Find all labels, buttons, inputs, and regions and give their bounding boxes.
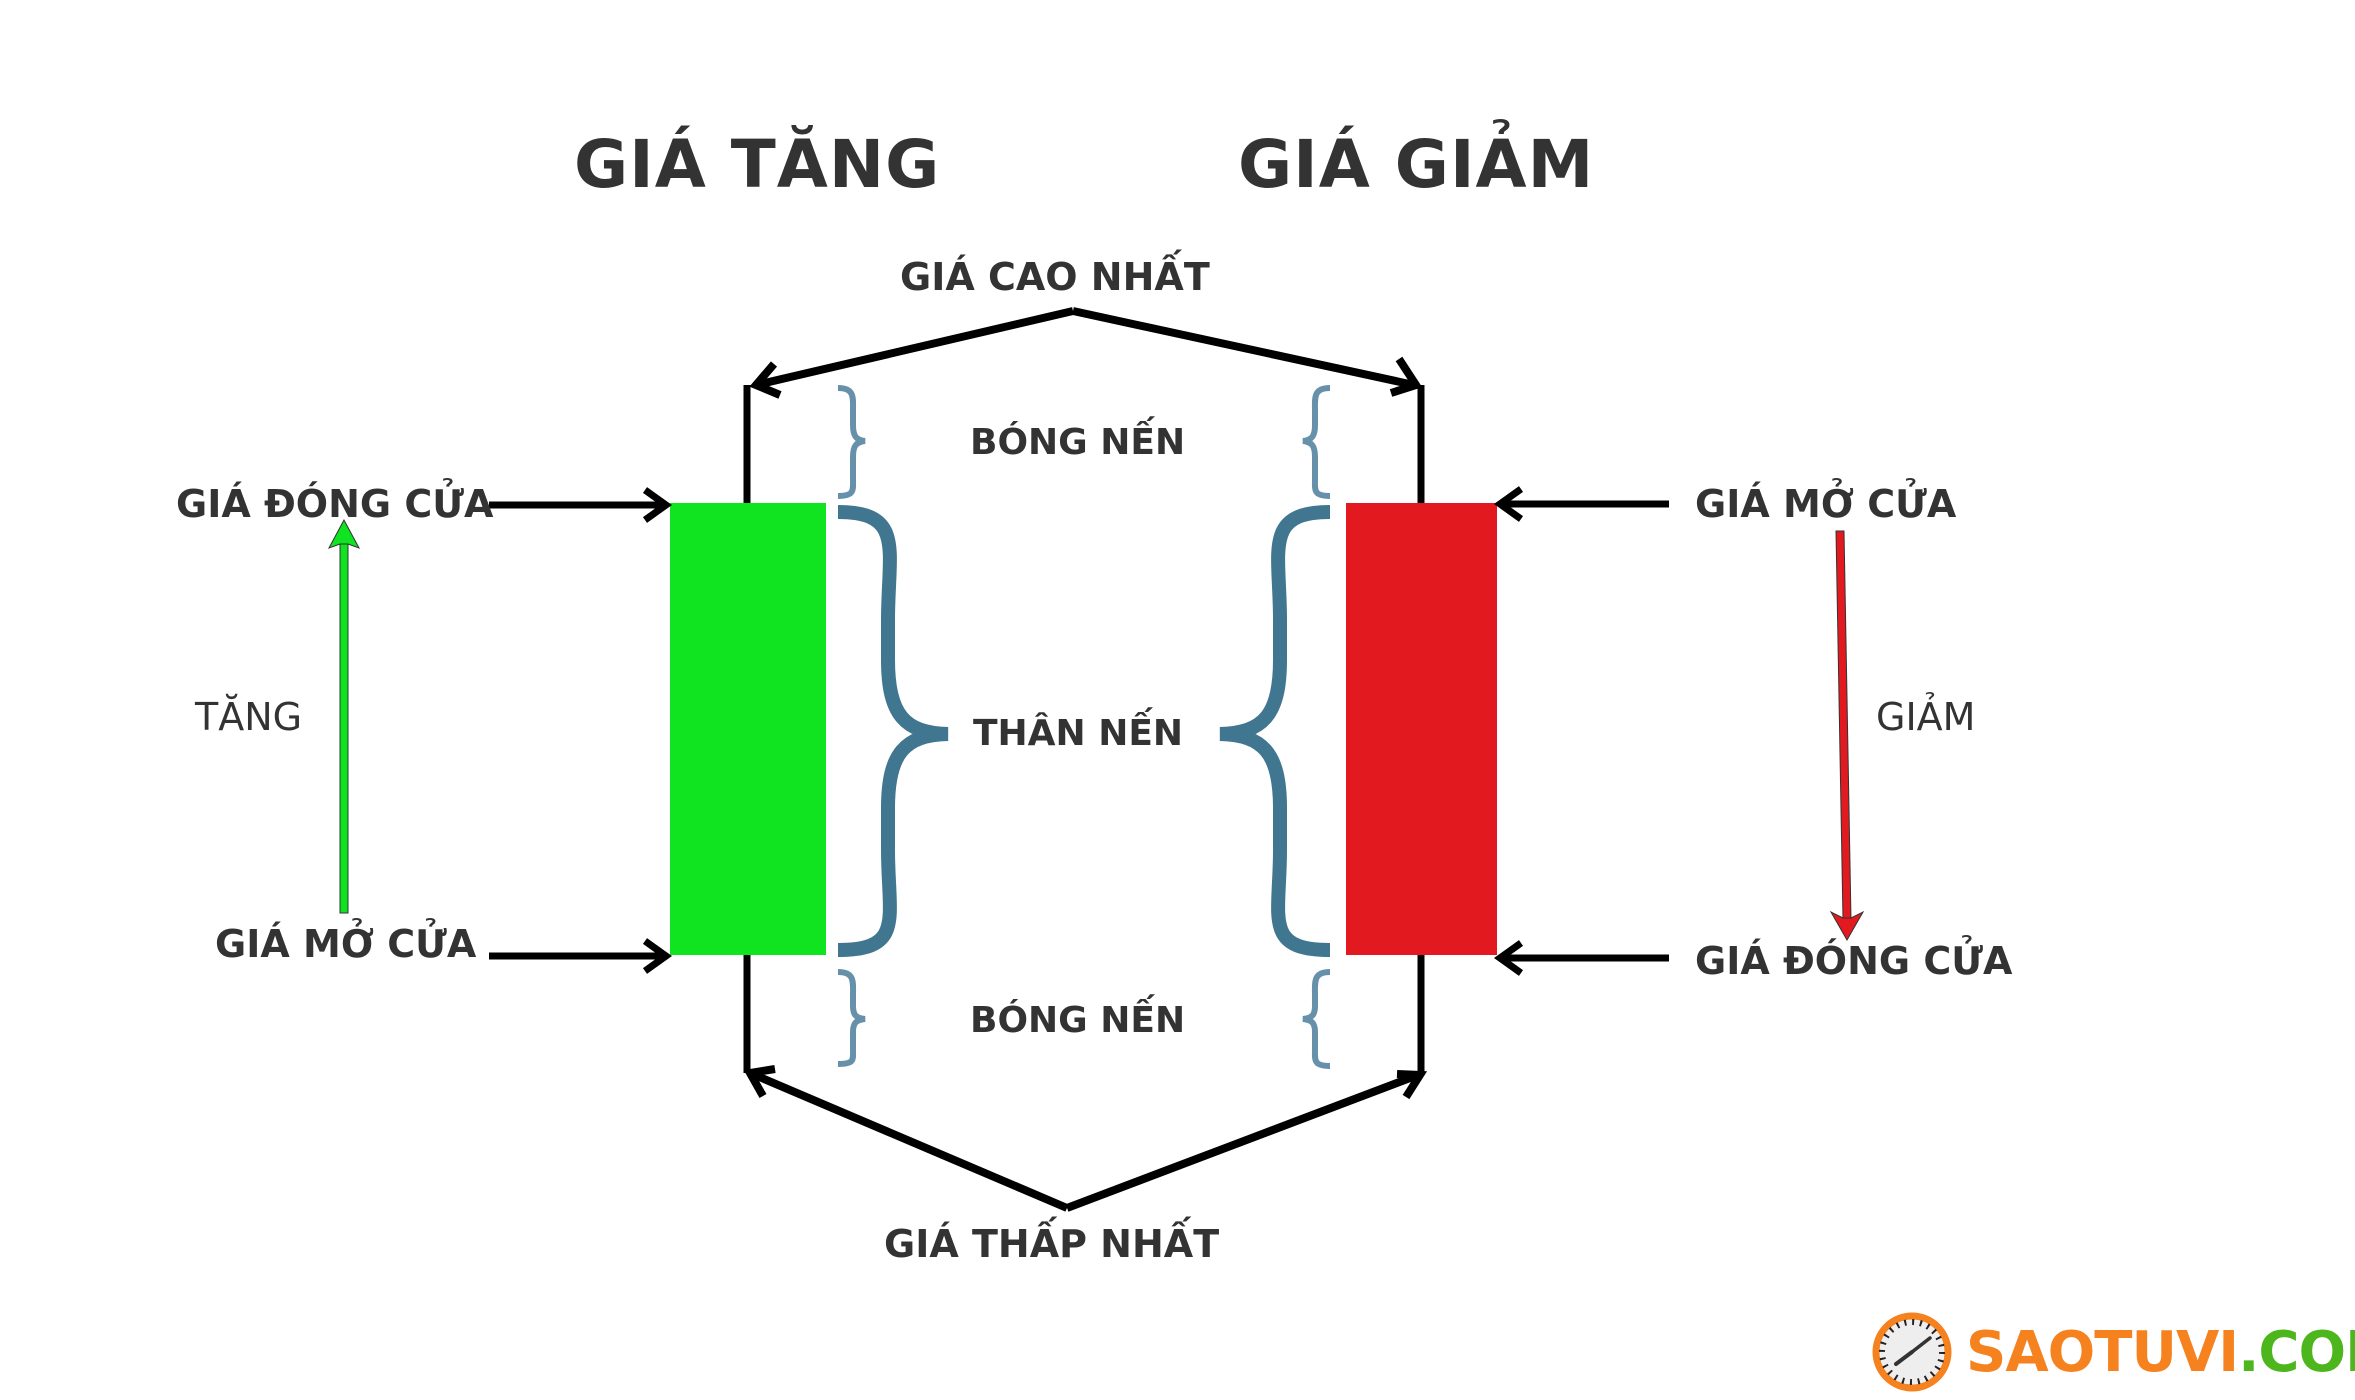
bullish-open-label: GIÁ MỞ CỬA xyxy=(215,922,477,966)
high-arrows xyxy=(749,307,1423,399)
low-arrow-right xyxy=(1065,1071,1420,1212)
bullish-title: GIÁ TĂNG xyxy=(574,126,941,203)
logo-text-domain: .COM xyxy=(2238,1319,2355,1385)
bearish-title: GIÁ GIẢM xyxy=(1238,126,1595,203)
lower-shadow-label: BÓNG NẾN xyxy=(970,1000,1186,1041)
pointer-arrows xyxy=(489,486,1669,976)
bullish-candle-body xyxy=(670,503,826,955)
bullish-close-label: GIÁ ĐÓNG CỬA xyxy=(176,482,494,526)
site-logo[interactable]: SAOTUVI.COM xyxy=(1872,1310,2355,1394)
high-arrow-left xyxy=(755,307,1074,389)
upper-shadow-label: BÓNG NẾN xyxy=(970,422,1186,463)
logo-text: SAOTUVI.COM xyxy=(1966,1320,2355,1385)
clock-icon xyxy=(1872,1312,1952,1392)
logo-text-main: SAOTUVI xyxy=(1966,1319,2239,1385)
bullish-direction-label: TĂNG xyxy=(195,695,303,739)
upper-shadow-brace-left xyxy=(837,385,866,499)
body-brace-left xyxy=(837,505,949,957)
low-arrow-left-head xyxy=(743,1065,776,1098)
body-brace-right xyxy=(1219,505,1331,957)
high-arrow-right-head xyxy=(1389,356,1423,397)
high-arrow-right xyxy=(1072,307,1415,389)
body-label: THÂN NẾN xyxy=(973,713,1184,754)
up-arrow xyxy=(327,518,361,914)
lower-shadow-brace-left xyxy=(837,969,866,1067)
bearish-direction-label: GIẢM xyxy=(1876,695,1976,739)
high-price-label: GIÁ CAO NHẤT xyxy=(900,255,1210,299)
lower-shadow-brace-right xyxy=(1302,969,1331,1069)
low-arrows xyxy=(743,1065,1428,1212)
bearish-candle-body xyxy=(1346,503,1497,955)
upper-shadow-brace-right xyxy=(1302,385,1331,499)
low-price-label: GIÁ THẤP NHẤT xyxy=(884,1222,1220,1266)
low-arrow-right-head xyxy=(1396,1070,1428,1100)
down-arrow xyxy=(1829,530,1865,942)
high-arrow-left-head xyxy=(749,361,782,399)
bearish-open-label: GIÁ MỞ CỬA xyxy=(1695,482,1957,526)
low-arrow-left xyxy=(748,1069,1069,1212)
bearish-close-label: GIÁ ĐÓNG CỬA xyxy=(1695,939,2013,983)
